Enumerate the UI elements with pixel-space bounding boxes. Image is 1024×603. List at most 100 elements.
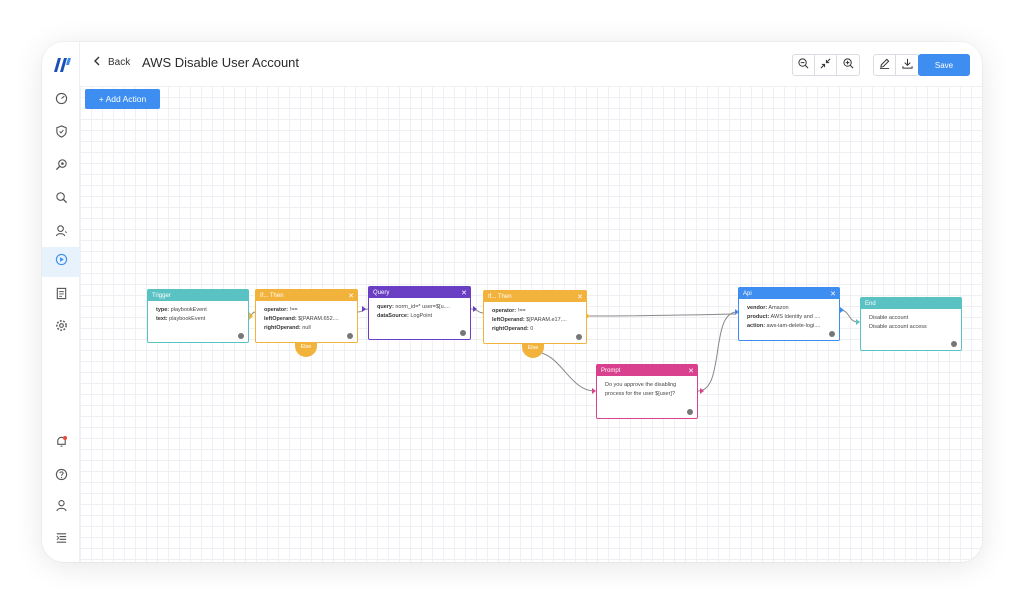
- fit-icon: [820, 56, 831, 74]
- prompt-node-body: Do you approve the disabling process for…: [597, 376, 697, 399]
- search-icon: [55, 191, 68, 209]
- report-icon: [55, 287, 68, 305]
- playbook-canvas[interactable]: + Add Action Trigger type: playbookEvent: [80, 86, 982, 562]
- if-then-node-1[interactable]: If... Then ✕ operator: !== leftOperand: $…: [255, 289, 358, 343]
- close-icon[interactable]: ✕: [461, 289, 467, 297]
- close-icon[interactable]: ✕: [577, 293, 583, 301]
- node-field-key: operator:: [264, 307, 289, 313]
- query-node-title: Query: [373, 289, 390, 296]
- back-button[interactable]: Back: [92, 56, 130, 69]
- zoom-in-icon: [842, 56, 854, 74]
- edit-icon: [879, 56, 890, 74]
- else-branch-2[interactable]: Else: [522, 344, 544, 358]
- if-node-1-header: If... Then ✕: [256, 290, 357, 301]
- node-field-value: 0: [528, 326, 534, 332]
- shield-icon: [55, 125, 68, 143]
- dashboard-icon: [55, 92, 68, 110]
- node-field-key: product:: [747, 314, 770, 320]
- save-button[interactable]: Save: [918, 54, 970, 76]
- query-node[interactable]: Query✕ query: norm_id=* user=$[u.... dat…: [368, 286, 471, 340]
- node-settings-icon[interactable]: [238, 333, 244, 339]
- sidebar-item-notifications[interactable]: [47, 430, 75, 458]
- prompt-node-title: Prompt: [601, 367, 621, 374]
- prompt-text-line: process for the user $[user]?: [605, 391, 676, 397]
- trigger-node[interactable]: Trigger type: playbookEvent text: playbo…: [147, 289, 249, 343]
- notification-badge: [63, 436, 67, 440]
- node-field-key: rightOperand:: [264, 325, 301, 331]
- end-node-title: End: [865, 300, 876, 307]
- prompt-node-header: Prompt ✕: [597, 365, 697, 376]
- gear-icon: [55, 319, 68, 337]
- query-node-header: Query ✕: [369, 287, 470, 298]
- page-title: AWS Disable User Account: [142, 55, 300, 70]
- sidebar-item-reports[interactable]: [47, 282, 75, 310]
- node-field-value: !==: [516, 308, 526, 314]
- node-settings-icon[interactable]: [951, 341, 957, 347]
- end-node-header: End: [861, 298, 961, 309]
- node-field-value: playbookEvent: [169, 307, 207, 313]
- download-icon: [901, 56, 913, 74]
- else-branch-1[interactable]: Else: [295, 343, 317, 357]
- sidebar-item-users[interactable]: [47, 219, 75, 247]
- add-action-button[interactable]: + Add Action: [85, 89, 160, 109]
- sidebar-collapse[interactable]: [47, 526, 75, 554]
- zoom-in-button[interactable]: [837, 55, 859, 75]
- node-field-value: AWS Identity and ....: [769, 314, 821, 320]
- node-settings-icon[interactable]: [347, 333, 353, 339]
- sidebar-item-investigate[interactable]: [47, 153, 75, 181]
- node-settings-icon[interactable]: [829, 331, 835, 337]
- close-icon[interactable]: ✕: [830, 290, 836, 298]
- node-field-value: LogPoint: [408, 313, 433, 319]
- profile-icon: [55, 499, 68, 517]
- node-field-key: leftOperand:: [264, 316, 297, 322]
- close-icon[interactable]: ✕: [688, 367, 694, 375]
- if-node-2-header: If... Then✕: [484, 291, 586, 302]
- node-settings-icon[interactable]: [687, 409, 693, 415]
- logo-icon[interactable]: [53, 57, 71, 73]
- fit-view-button[interactable]: [815, 55, 837, 75]
- end-node-body: Disable account Disable account access: [861, 309, 961, 332]
- node-field-key: rightOperand:: [492, 326, 529, 332]
- if-node-1-title: If... Then: [260, 292, 284, 299]
- if-node-1-body: operator: !== leftOperand: $[PARAM.652..…: [256, 301, 357, 333]
- help-icon: [55, 468, 68, 486]
- sidebar: [42, 42, 80, 562]
- trigger-node-header: Trigger: [148, 290, 248, 301]
- sidebar-item-security[interactable]: [47, 120, 75, 148]
- api-node[interactable]: Api✕ vendor: Amazon product: AWS Identit…: [738, 287, 840, 341]
- sidebar-item-settings[interactable]: [47, 314, 75, 342]
- if-then-node-2[interactable]: If... Then✕ operator: !== leftOperand: $…: [483, 290, 587, 344]
- node-field-value: $[PARAM.652....: [296, 316, 339, 322]
- node-field-key: type:: [156, 307, 170, 313]
- node-settings-icon[interactable]: [576, 334, 582, 340]
- app-window: Back AWS Disable User Account Save + Add…: [42, 42, 982, 562]
- prompt-node[interactable]: Prompt ✕ Do you approve the disabling pro…: [596, 364, 698, 419]
- trigger-node-title: Trigger: [152, 292, 171, 299]
- node-field-value: !==: [288, 307, 298, 313]
- back-label: Back: [108, 57, 131, 68]
- sidebar-item-search[interactable]: [47, 186, 75, 214]
- node-field-value: null: [300, 325, 311, 331]
- node-field-key: operator:: [492, 308, 517, 314]
- download-button[interactable]: [896, 55, 918, 75]
- node-field-key: action:: [747, 323, 766, 329]
- end-node[interactable]: End Disable account Disable account acce…: [860, 297, 962, 351]
- header: Back AWS Disable User Account Save: [80, 42, 982, 86]
- node-field-key: vendor:: [747, 305, 768, 311]
- node-field-value: playbookEvent: [167, 316, 206, 322]
- sidebar-item-profile[interactable]: [47, 494, 75, 522]
- edit-controls: [873, 54, 919, 76]
- sidebar-item-dashboard[interactable]: [47, 87, 75, 115]
- node-field-key: dataSource:: [377, 313, 409, 319]
- edit-button[interactable]: [874, 55, 896, 75]
- zoom-out-button[interactable]: [793, 55, 815, 75]
- sidebar-item-playbooks[interactable]: [42, 247, 80, 277]
- sidebar-item-help[interactable]: [47, 463, 75, 491]
- zoom-controls: [792, 54, 860, 76]
- if-node-2-body: operator: !== leftOperand: $[PARAM.e17..…: [484, 302, 586, 334]
- api-node-header: Api✕: [739, 288, 839, 299]
- api-node-body: vendor: Amazon product: AWS Identity and…: [739, 299, 839, 331]
- node-settings-icon[interactable]: [460, 330, 466, 336]
- close-icon[interactable]: ✕: [348, 292, 354, 300]
- search-zoom-icon: [55, 158, 68, 176]
